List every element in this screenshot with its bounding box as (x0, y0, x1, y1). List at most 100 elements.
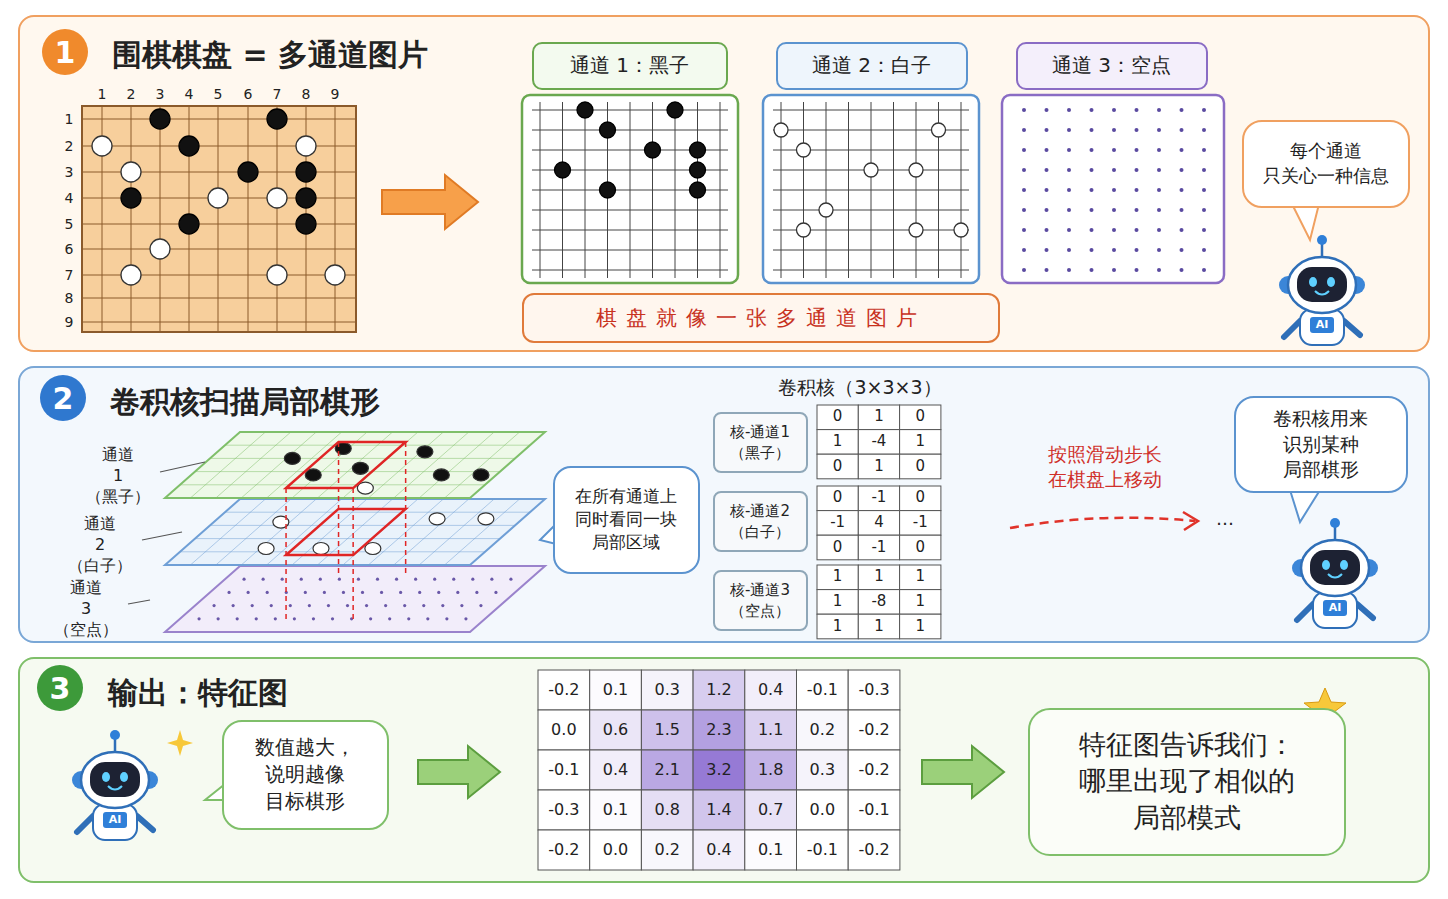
text-line: 哪里出现了相似的 (1079, 763, 1295, 799)
kernel-cell (858, 614, 899, 639)
feature-value: 0.4 (758, 680, 783, 701)
kernel-cell (900, 430, 941, 455)
kernel-cell (858, 511, 899, 536)
axis-number: 7 (273, 85, 282, 103)
kernel-cell (858, 590, 899, 615)
axis-number: 8 (65, 289, 74, 307)
text-line: 2 (68, 535, 132, 556)
axis-number: 4 (185, 85, 194, 103)
box-text: 通道 3：空点 (1052, 52, 1171, 79)
section-title: 卷积核扫描局部棋形 (110, 382, 380, 423)
robot-badge: AI (109, 813, 122, 827)
text-line: 只关心一种信息 (1263, 164, 1389, 188)
feature-cell (590, 790, 642, 830)
kernel-cell (817, 405, 858, 430)
leader-line (128, 600, 150, 604)
panel-ground (18, 657, 1430, 883)
feature-value: 0.6 (603, 720, 628, 741)
feature-cell (538, 830, 590, 870)
speech-bubble: 核-通道2 （白子） (713, 491, 808, 553)
text-line: 卷积核用来 (1273, 406, 1368, 432)
feature-cell (538, 750, 590, 790)
kernel-cell (817, 430, 858, 455)
feature-cell (848, 830, 900, 870)
text-line: 通道 (54, 578, 118, 599)
text-line: 1 (86, 466, 150, 487)
kernel-value: 1 (874, 457, 884, 477)
section-panel: 通道 1：黑子通道 2：白子通道 3：空点棋盘就像一张多通道图片每个通道 只关心… (18, 15, 1430, 352)
feature-value: 1.4 (706, 800, 731, 821)
axis-number: 1 (65, 110, 74, 128)
robot-badge: AI (1316, 318, 1329, 332)
channel-plane (165, 566, 545, 632)
feature-cell (797, 710, 849, 750)
axis-number: 2 (127, 85, 136, 103)
kernel-cell (900, 565, 941, 590)
kernel-cell (817, 454, 858, 479)
speech-bubble: 卷积核用来 识别某种 局部棋形 (1234, 396, 1408, 494)
kernel-cell (817, 511, 858, 536)
feature-cell (641, 670, 693, 710)
kernel-value: -1 (871, 489, 886, 509)
feature-cell (641, 710, 693, 750)
robot-mascot (1292, 518, 1378, 628)
ellipsis: … (1216, 507, 1234, 530)
text-line: 同时看同一块 (575, 508, 677, 531)
text-line: （空点） (730, 601, 790, 621)
robot-mascot (72, 730, 158, 840)
channel-plane (165, 499, 545, 565)
text-line: 在所有通道上 (575, 485, 677, 508)
feature-value: 1.8 (758, 760, 783, 781)
feature-value: -0.2 (548, 840, 579, 861)
feature-value: -0.2 (858, 720, 889, 741)
feature-value: 1.2 (706, 680, 731, 701)
kernel-value: 0 (833, 538, 843, 558)
channel-board (1002, 95, 1224, 283)
axis-number: 5 (214, 85, 223, 103)
feature-value: 0.0 (603, 840, 628, 861)
number-badge (37, 665, 83, 711)
kernel-cell (858, 486, 899, 511)
label-box: 通道 2：白子 (776, 42, 968, 90)
feature-value: 0.1 (758, 840, 783, 861)
kernel-value: 0 (833, 489, 843, 509)
kernel-value: 1 (833, 568, 843, 588)
kernel-cell (900, 405, 941, 430)
feature-value: 0.2 (655, 840, 680, 861)
text-line: 目标棋形 (255, 788, 355, 815)
kernel-cell (900, 511, 941, 536)
kernel-value: 0 (833, 457, 843, 477)
text-line: 局部棋形 (1273, 457, 1368, 483)
text-line: 核-通道2 (730, 501, 790, 521)
feature-value: -0.2 (858, 840, 889, 861)
feature-cell (693, 710, 745, 750)
text-line: 局部模式 (1079, 800, 1295, 836)
speech-bubble: 每个通道 只关心一种信息 (1242, 120, 1410, 208)
feature-cell (590, 710, 642, 750)
kernel-value: 1 (833, 617, 843, 637)
kernel-value: 1 (915, 432, 925, 452)
text-line: （黑子） (86, 486, 150, 507)
feature-value: 1.1 (758, 720, 783, 741)
text-line: 在棋盘上移动 (1048, 467, 1162, 492)
box-text: 数值越大， 说明越像 目标棋形 (255, 734, 355, 815)
kernel-value: 1 (833, 432, 843, 452)
slide-arrow (1010, 518, 1195, 528)
section-panel: 在所有通道上 同时看同一块 局部区域核-通道1 （黑子）核-通道2 （白子）核-… (18, 366, 1430, 643)
kernel-value: 1 (874, 408, 884, 428)
feature-cell (797, 750, 849, 790)
box-text: 核-通道2 （白子） (730, 501, 790, 542)
feature-cell (797, 670, 849, 710)
axis-number: 8 (302, 85, 311, 103)
feature-value: 2.3 (706, 720, 731, 741)
text-line: 特征图告诉我们： (1079, 727, 1295, 763)
box-text: 通道 2：白子 (812, 52, 931, 79)
feature-value: 0.3 (810, 760, 835, 781)
callout-number: 3 (50, 669, 71, 708)
panel-ground (18, 366, 1430, 643)
feature-cell (693, 670, 745, 710)
feature-value: 0.2 (810, 720, 835, 741)
kernel-cell (858, 430, 899, 455)
label-box: 棋盘就像一张多通道图片 (522, 293, 1000, 342)
scan-window (286, 442, 406, 622)
